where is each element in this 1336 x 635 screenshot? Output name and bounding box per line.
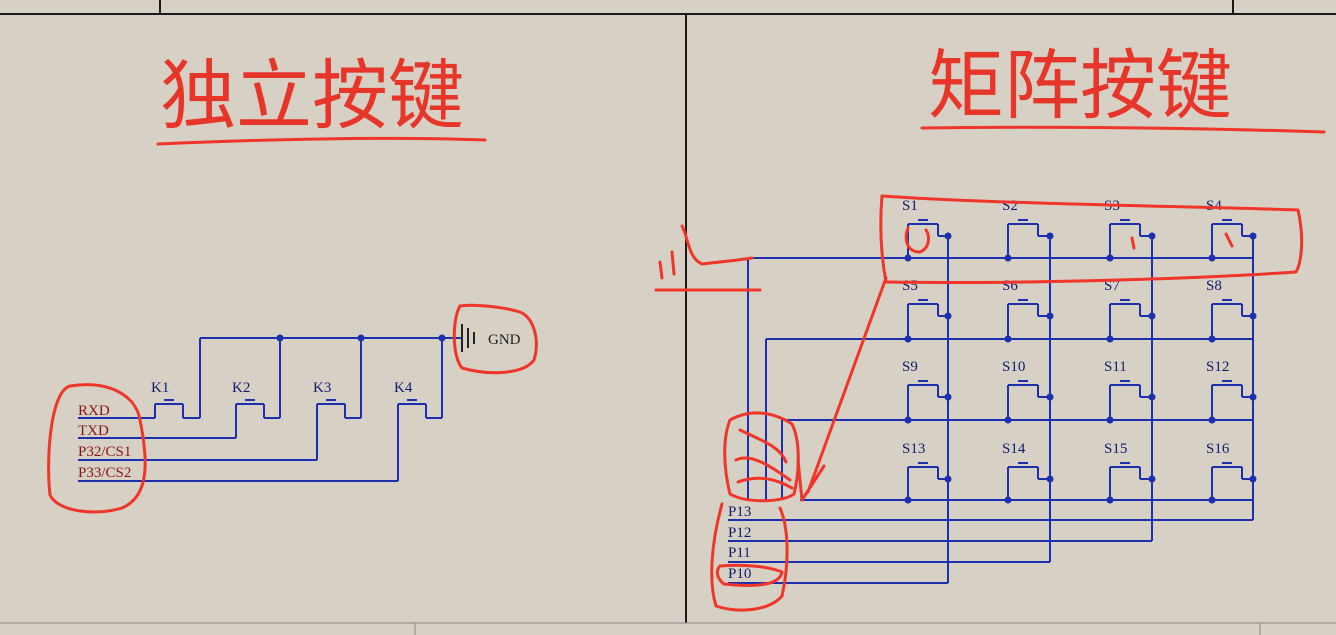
- switch-label-s9: S9: [902, 359, 918, 375]
- junction-col-s8: [1249, 312, 1257, 320]
- junction-col-s12: [1249, 393, 1257, 401]
- switch-label-s12: S12: [1206, 359, 1229, 375]
- switch-label-s16: S16: [1206, 441, 1230, 457]
- annotation-tick-s3: [1130, 236, 1136, 250]
- switch-label-s10: S10: [1002, 359, 1025, 375]
- title-matrix: 矩阵按键: [928, 41, 1232, 130]
- title-underline-left: [156, 136, 487, 146]
- port-label-p13: P13: [728, 504, 751, 520]
- junction-col-s6: [1046, 312, 1054, 320]
- title-underline-right: [920, 125, 1326, 134]
- net-label-rxd: RXD: [78, 403, 110, 419]
- junction-row-s7: [1106, 335, 1114, 343]
- junction-row-s12: [1208, 416, 1216, 424]
- key-label-k3: K3: [313, 380, 331, 396]
- junction-row-s6: [1004, 335, 1012, 343]
- switch-label-s13: S13: [902, 441, 925, 457]
- switch-label-s8: S8: [1206, 278, 1222, 294]
- junction-row-s5: [904, 335, 912, 343]
- key-switch-k3: [316, 399, 361, 419]
- annotation-scribble-rows: [723, 411, 800, 503]
- junction-col-s14: [1046, 475, 1054, 483]
- switch-label-s15: S15: [1104, 441, 1127, 457]
- annotation-mark-s1: [904, 226, 930, 254]
- junction-row-s3: [1106, 254, 1114, 262]
- key-label-k1: K1: [151, 380, 169, 396]
- junction-col-s10: [1046, 393, 1054, 401]
- junction-row-s13: [904, 496, 912, 504]
- junction-row-s8: [1208, 335, 1216, 343]
- junction-row-s15: [1106, 496, 1114, 504]
- annotation-left-hook: [680, 224, 754, 266]
- junction-col-s3: [1148, 232, 1156, 240]
- independent-circuit: GND: [78, 324, 521, 482]
- junction-row-s9: [904, 416, 912, 424]
- junction-row-s14: [1004, 496, 1012, 504]
- switch-label-s11: S11: [1104, 359, 1127, 375]
- junction-row-s1: [904, 254, 912, 262]
- key-switch-k4: [397, 399, 442, 419]
- switch-label-s14: S14: [1002, 441, 1026, 457]
- junction-col-s2: [1046, 232, 1054, 240]
- switch-label-s6: S6: [1002, 278, 1018, 294]
- port-label-p11: P11: [728, 545, 751, 561]
- net-label-p33: P33/CS2: [78, 465, 131, 481]
- switch-label-s4: S4: [1206, 198, 1222, 214]
- switch-label-s7: S7: [1104, 278, 1120, 294]
- port-label-p12: P12: [728, 525, 751, 541]
- key-label-k4: K4: [394, 380, 413, 396]
- junction-row-s10: [1004, 416, 1012, 424]
- port-label-p10: P10: [728, 566, 751, 582]
- annotation-arrow-shaft: [806, 276, 888, 494]
- junction-col-s16: [1249, 475, 1257, 483]
- junction-row-s2: [1004, 254, 1012, 262]
- key-switch-k2: [235, 399, 280, 419]
- junction-row-s11: [1106, 416, 1114, 424]
- annotation-left-marks: [658, 250, 676, 280]
- key-label-k2: K2: [232, 380, 250, 396]
- junction-col-s9: [944, 393, 952, 401]
- junction-col-s1: [944, 232, 952, 240]
- annotation-circle-ports: [710, 502, 789, 612]
- junction-col-s5: [944, 312, 952, 320]
- junction-row-s4: [1208, 254, 1216, 262]
- junction-col-s11: [1148, 393, 1156, 401]
- switch-label-s1: S1: [902, 198, 918, 214]
- junction-col-s13: [944, 475, 952, 483]
- annotation-circle-gnd: [452, 303, 538, 375]
- annotation-circle-nets: [47, 383, 147, 514]
- annotation-box-row1: [879, 194, 1304, 285]
- junction-col-s4: [1249, 232, 1257, 240]
- key-switch-k1: [154, 399, 200, 419]
- switch-label-s5: S5: [902, 278, 918, 294]
- junction-row-s16: [1208, 496, 1216, 504]
- annotation-tick-s4: [1224, 232, 1234, 248]
- net-label-txd: TXD: [78, 423, 109, 439]
- junction-col-s7: [1148, 312, 1156, 320]
- net-label-p32: P32/CS1: [78, 444, 131, 460]
- annotation-circle-p10: [715, 563, 784, 587]
- junction-col-s15: [1148, 475, 1156, 483]
- title-independent: 独立按键: [160, 51, 464, 140]
- gnd-label: GND: [488, 332, 521, 348]
